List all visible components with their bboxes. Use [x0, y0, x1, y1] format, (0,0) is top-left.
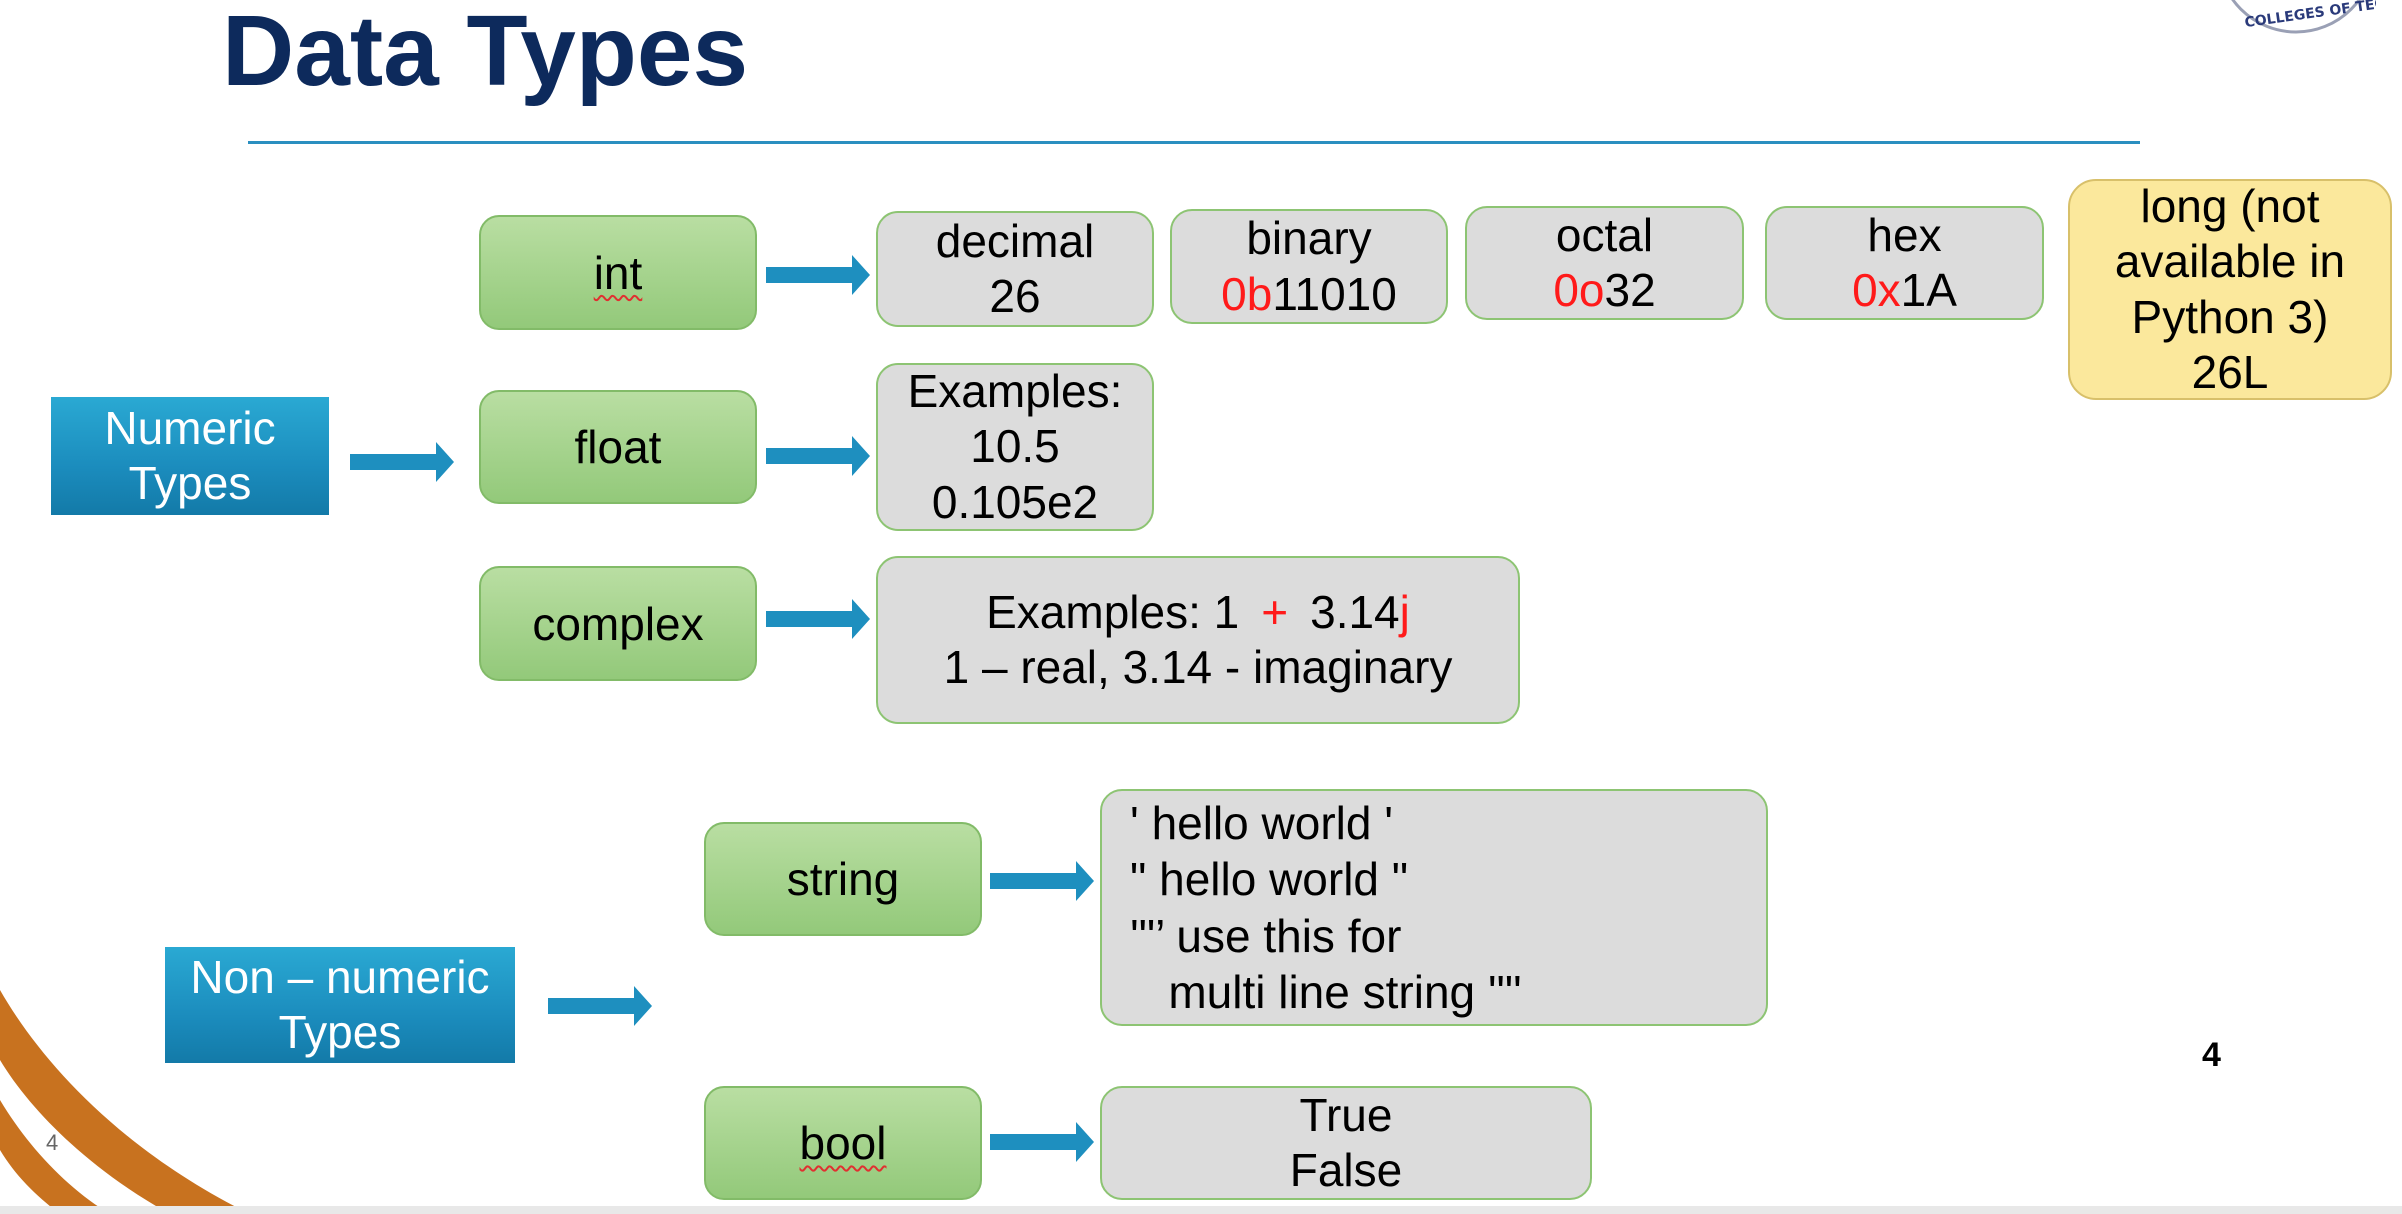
long-box: long (not available in Python 3) 26L — [2068, 179, 2392, 400]
arrow-right-icon — [766, 599, 870, 639]
binary-name: binary — [1246, 212, 1372, 265]
numeric-types-box: Numeric Types — [51, 397, 329, 515]
page-number: 4 — [2202, 1036, 2221, 1074]
page-title: Data Types — [222, 0, 749, 107]
complex-examples-box: Examples: 1 +3.14j 1 – real, 3.14 - imagi… — [876, 556, 1520, 724]
float-line1: Examples: — [907, 365, 1123, 418]
complex-plus: + — [1261, 585, 1289, 638]
octal-value: 32 — [1604, 264, 1656, 316]
octal-box: octal 0o32 — [1465, 206, 1744, 320]
non-numeric-types-line1: Non – numeric — [190, 950, 490, 1003]
complex-box: complex — [479, 566, 757, 681]
college-logo: COLLEGES OF TECH — [2231, 0, 2376, 34]
string-box: string — [704, 822, 982, 936]
complex-line1: Examples: 1 +3.14j — [986, 585, 1410, 640]
corner-swoosh-decoration — [0, 990, 250, 1214]
bool-values-box: True False — [1100, 1086, 1592, 1200]
float-label: float — [574, 421, 662, 473]
arrow-right-icon — [350, 442, 454, 482]
complex-imag-value: 3.14 — [1310, 585, 1400, 638]
long-line3: Python 3) — [2131, 290, 2329, 343]
page-number-small: 4 — [46, 1130, 59, 1155]
float-box: float — [479, 390, 757, 504]
decimal-box: decimal 26 — [876, 211, 1154, 327]
bool-label: bool — [799, 1117, 887, 1169]
non-numeric-types-line2: Types — [278, 1006, 402, 1058]
bool-box: bool — [704, 1086, 982, 1200]
complex-label: complex — [532, 597, 704, 650]
bool-line1: True — [1299, 1088, 1393, 1141]
float-examples-box: Examples: 10.5 0.105e2 — [876, 363, 1154, 531]
int-box: int — [479, 215, 757, 330]
arrow-right-icon — [990, 1122, 1094, 1162]
long-line1: long (not — [2140, 180, 2320, 233]
string-examples-box: ' hello world ' " hello world " '"’ use … — [1100, 789, 1768, 1026]
string-line4: multi line string '"' — [1130, 965, 1522, 1018]
float-line3: 0.105e2 — [931, 475, 1099, 528]
hex-value: 1A — [1900, 264, 1957, 316]
arrow-right-icon — [766, 255, 870, 295]
decimal-value: 26 — [989, 270, 1041, 322]
binary-box: binary 0b11010 — [1170, 209, 1448, 324]
hex-literal: 0x1A — [1852, 263, 1957, 318]
footer-bar — [0, 1206, 2402, 1214]
arrow-right-icon — [990, 861, 1094, 901]
string-line2: " hello world " — [1130, 853, 1409, 906]
title-underline — [248, 141, 2140, 144]
binary-literal: 0b11010 — [1221, 267, 1397, 322]
int-label: int — [593, 246, 643, 299]
decimal-name: decimal — [935, 214, 1095, 267]
string-line3: '"’ use this for — [1130, 909, 1402, 962]
complex-examples-label: Examples: 1 — [986, 585, 1240, 638]
hex-box: hex 0x1A — [1765, 206, 2044, 320]
arrow-right-icon — [548, 986, 652, 1026]
bool-line2: False — [1289, 1144, 1403, 1196]
logo-text: COLLEGES OF TECH — [2244, 0, 2376, 31]
binary-value: 11010 — [1272, 267, 1397, 320]
non-numeric-types-box: Non – numeric Types — [165, 947, 515, 1063]
numeric-types-line1: Numeric — [104, 401, 276, 454]
complex-imag-unit: j — [1399, 585, 1410, 638]
long-line2: available in — [2114, 235, 2346, 288]
numeric-types-line2: Types — [128, 457, 252, 509]
binary-prefix: 0b — [1221, 267, 1273, 320]
hex-name: hex — [1867, 208, 1942, 261]
long-line4: 26L — [2191, 345, 2269, 398]
string-label: string — [786, 853, 900, 905]
float-line2: 10.5 — [970, 420, 1060, 473]
octal-name: octal — [1555, 208, 1654, 261]
arrow-right-icon — [766, 436, 870, 476]
octal-prefix: 0o — [1553, 264, 1605, 316]
hex-prefix: 0x — [1852, 264, 1901, 316]
string-line1: ' hello world ' — [1130, 797, 1394, 850]
octal-literal: 0o32 — [1553, 263, 1655, 318]
complex-line2: 1 – real, 3.14 - imaginary — [943, 641, 1453, 693]
